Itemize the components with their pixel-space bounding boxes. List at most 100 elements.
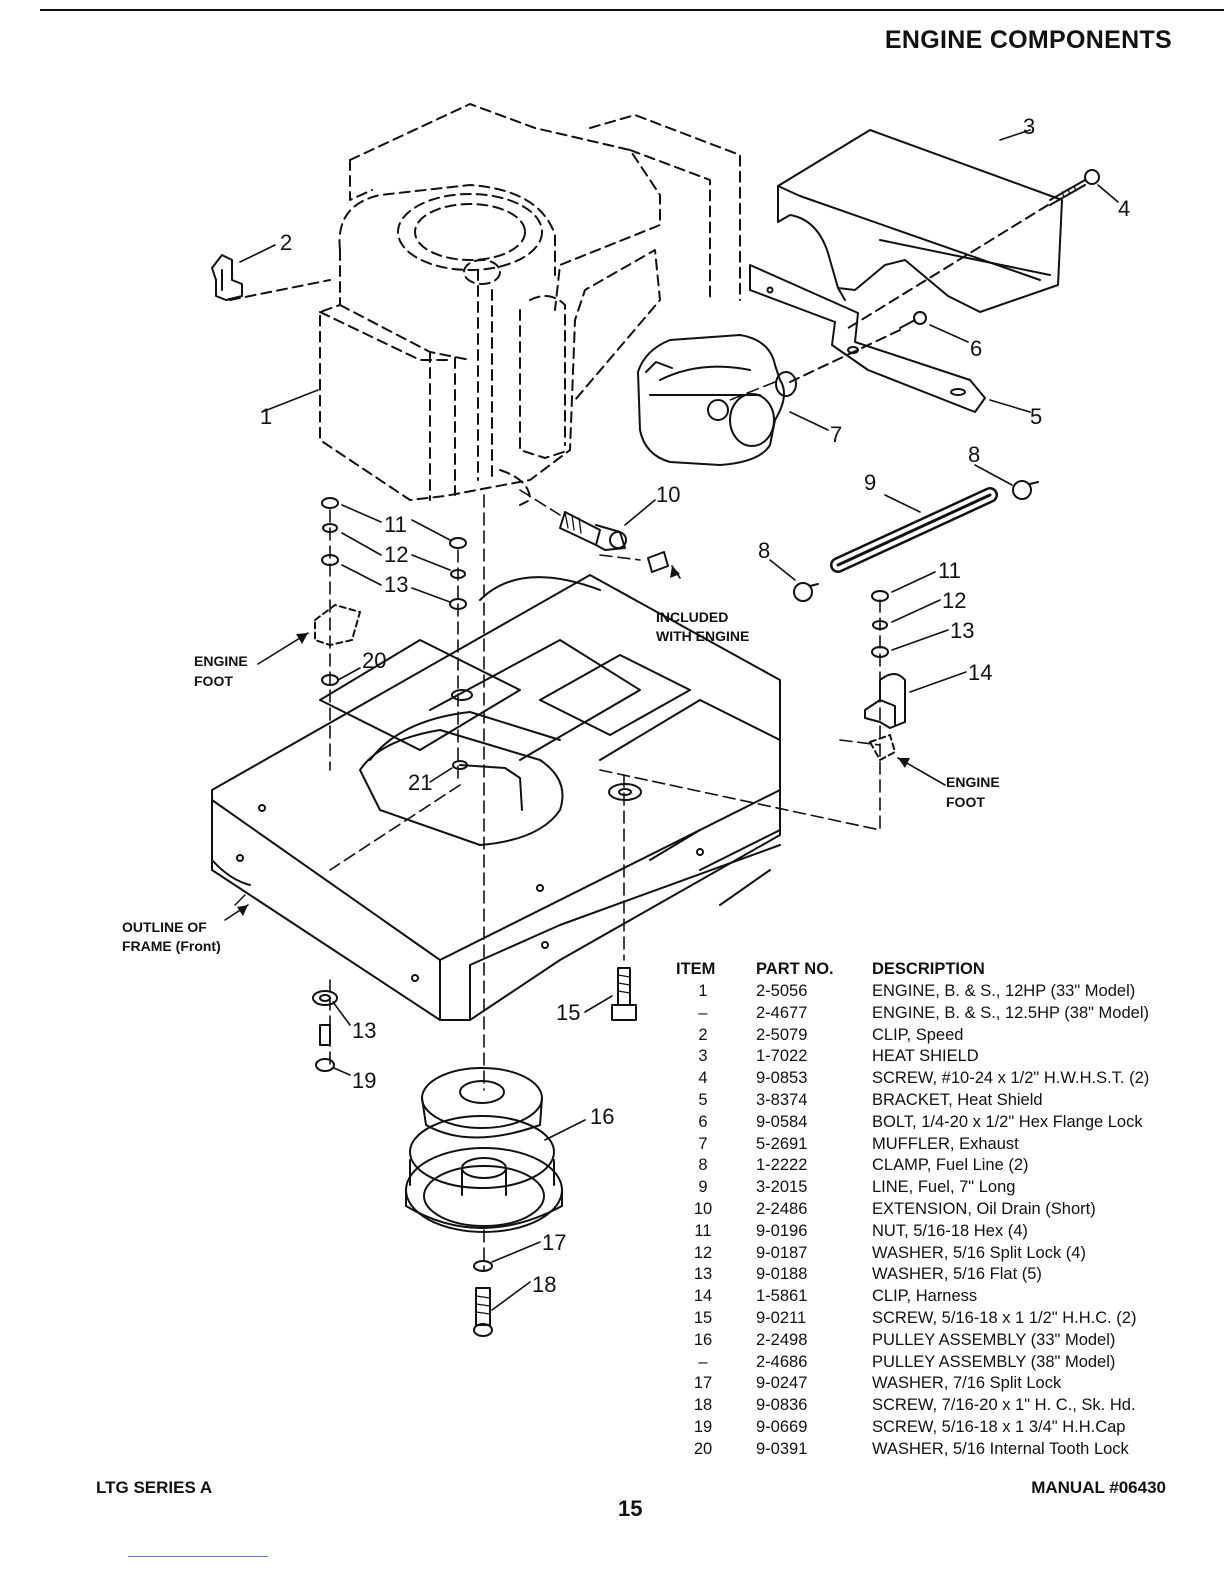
callout-11-left: 11 bbox=[384, 512, 407, 537]
cell-part-no: 9-0836 bbox=[756, 1396, 808, 1415]
cell-description: WASHER, 5/16 Split Lock (4) bbox=[872, 1243, 1086, 1262]
note-outline-line2: FRAME (Front) bbox=[122, 938, 221, 954]
cell-part-no: 2-2486 bbox=[756, 1199, 808, 1218]
callout-20: 20 bbox=[362, 648, 386, 673]
cell-item: 3 bbox=[698, 1047, 708, 1066]
fuel-clamp-lower bbox=[793, 582, 819, 602]
note-engine-foot-left-line2: FOOT bbox=[194, 673, 233, 689]
callout-13-right: 13 bbox=[950, 618, 974, 643]
cell-part-no: 2-4686 bbox=[756, 1352, 808, 1371]
screw-4 bbox=[1049, 169, 1100, 206]
cell-description: ENGINE, B. & S., 12HP (33" Model) bbox=[872, 982, 1136, 1000]
cell-description: WASHER, 5/16 Flat (5) bbox=[872, 1265, 1042, 1284]
cell-part-no: 9-0391 bbox=[756, 1439, 808, 1458]
callout-8-upper: 8 bbox=[968, 442, 980, 467]
cell-item: – bbox=[698, 1003, 708, 1022]
header-part-no: PART NO. bbox=[756, 959, 834, 978]
cell-description: MUFFLER, Exhaust bbox=[872, 1134, 1019, 1153]
muffler bbox=[637, 334, 797, 466]
cell-part-no: 1-2222 bbox=[756, 1156, 808, 1175]
callout-2: 2 bbox=[280, 230, 292, 255]
cell-part-no: 2-2498 bbox=[756, 1330, 808, 1349]
cell-item: 19 bbox=[693, 1417, 713, 1436]
pulley-assembly bbox=[405, 1067, 563, 1233]
arrowheads bbox=[237, 566, 910, 916]
callout-10: 10 bbox=[656, 482, 680, 507]
cell-item: 15 bbox=[693, 1308, 713, 1327]
bottom-link-line bbox=[128, 1556, 268, 1557]
table-row: 10 2-2486 EXTENSION, Oil Drain (Short) bbox=[672, 1199, 1149, 1221]
cell-part-no: 9-0853 bbox=[756, 1069, 808, 1088]
callout-1: 1 bbox=[260, 404, 272, 429]
cell-item: 13 bbox=[693, 1265, 713, 1284]
fuel-line bbox=[830, 487, 998, 573]
cell-description: WASHER, 5/16 Internal Tooth Lock bbox=[872, 1439, 1129, 1458]
cell-part-no: 3-8374 bbox=[756, 1090, 808, 1109]
screw-15 bbox=[611, 967, 637, 1021]
cell-part-no: 2-5079 bbox=[756, 1025, 808, 1044]
cell-item: 17 bbox=[693, 1374, 713, 1393]
cell-item: 10 bbox=[693, 1199, 713, 1218]
cell-description: SCREW, #10-24 x 1/2" H.W.H.S.T. (2) bbox=[872, 1069, 1150, 1088]
top-rule bbox=[40, 9, 1224, 11]
cell-description: EXTENSION, Oil Drain (Short) bbox=[872, 1199, 1096, 1218]
callout-12-left: 12 bbox=[384, 542, 408, 567]
cell-item: 11 bbox=[694, 1221, 712, 1240]
bolt-6 bbox=[899, 311, 927, 329]
cell-description: BRACKET, Heat Shield bbox=[872, 1090, 1043, 1109]
leader-dash-4 bbox=[844, 204, 1049, 331]
cell-part-no: 5-2691 bbox=[756, 1134, 808, 1153]
cell-part-no: 3-2015 bbox=[756, 1178, 808, 1197]
callout-8-lower: 8 bbox=[758, 538, 770, 563]
parts-table-header: ITEM PART NO. DESCRIPTION bbox=[672, 958, 1149, 981]
fuel-clamp-upper bbox=[1012, 480, 1039, 500]
cell-item: 18 bbox=[693, 1396, 713, 1415]
cell-description: SCREW, 7/16-20 x 1" H. C., Sk. Hd. bbox=[872, 1396, 1136, 1415]
callout-13-lower: 13 bbox=[352, 1018, 376, 1043]
cell-part-no: 9-0584 bbox=[756, 1112, 808, 1131]
frame-outline bbox=[211, 574, 781, 1021]
engine-outline bbox=[229, 103, 741, 506]
cell-part-no: 9-0669 bbox=[756, 1417, 808, 1436]
callout-12-right: 12 bbox=[942, 588, 966, 613]
cell-item: 9 bbox=[698, 1178, 708, 1197]
table-row: 18 9-0836 SCREW, 7/16-20 x 1" H. C., Sk. H… bbox=[672, 1395, 1149, 1417]
table-row: 19 9-0669 SCREW, 5/16-18 x 1 3/4" H.H.Cap bbox=[672, 1417, 1149, 1439]
callout-4: 4 bbox=[1118, 196, 1130, 221]
series-label: LTG SERIES A bbox=[96, 1478, 213, 1497]
cell-item: 12 bbox=[693, 1243, 713, 1262]
cell-description: NUT, 5/16-18 Hex (4) bbox=[872, 1221, 1028, 1240]
cell-description: SCREW, 5/16-18 x 1 3/4" H.H.Cap bbox=[872, 1417, 1126, 1436]
callout-16: 16 bbox=[590, 1104, 614, 1129]
callout-11-right: 11 bbox=[938, 558, 961, 583]
callout-5: 5 bbox=[1030, 404, 1042, 429]
cell-description: LINE, Fuel, 7" Long bbox=[872, 1178, 1016, 1197]
heat-shield bbox=[777, 129, 1063, 313]
note-included-line1: INCLUDED bbox=[656, 609, 728, 625]
callout-6: 6 bbox=[970, 336, 982, 361]
table-row: 7 5-2691 MUFFLER, Exhaust bbox=[672, 1134, 1149, 1156]
cell-item: 5 bbox=[698, 1090, 708, 1109]
note-engine-foot-left-line1: ENGINE bbox=[194, 653, 248, 669]
callout-14: 14 bbox=[968, 660, 992, 685]
cell-item: 7 bbox=[698, 1134, 708, 1153]
cell-part-no: 9-0196 bbox=[756, 1221, 808, 1240]
cell-description: CLIP, Harness bbox=[872, 1287, 978, 1306]
table-row: 9 3-2015 LINE, Fuel, 7" Long bbox=[672, 1177, 1149, 1199]
callout-3: 3 bbox=[1023, 114, 1035, 139]
cell-part-no: 9-0211 bbox=[756, 1308, 807, 1327]
